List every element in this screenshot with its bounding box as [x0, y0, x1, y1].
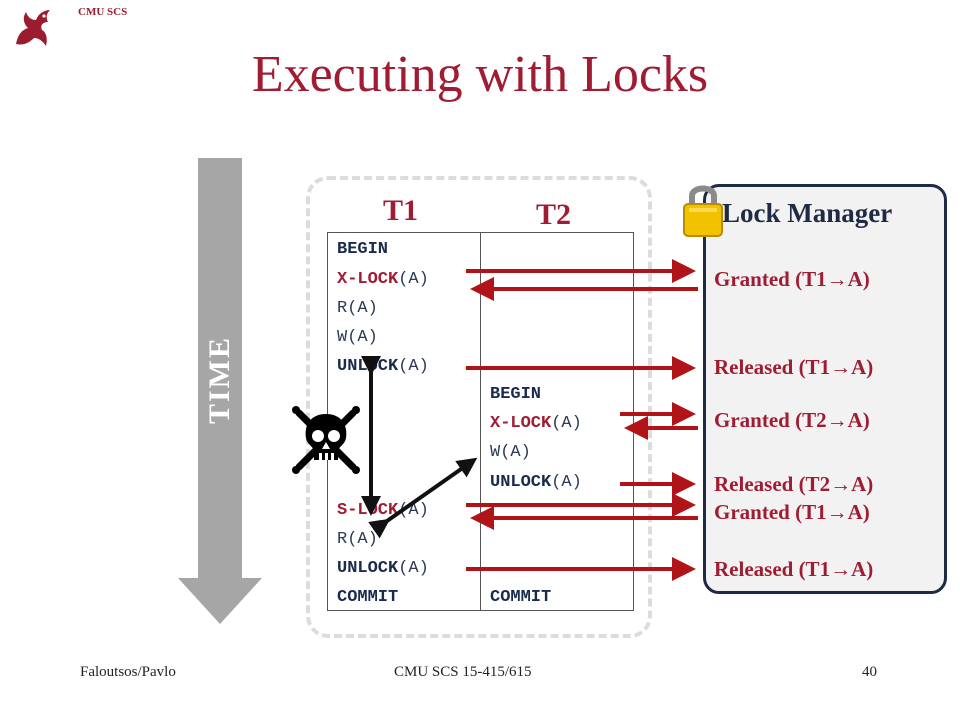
op-arg: (A)	[398, 357, 429, 376]
lock-event-granted: Granted (T2→A)	[714, 408, 870, 432]
op-arg: (A)	[398, 559, 429, 578]
op-arg: (A)	[551, 473, 582, 492]
t1-op-commit: COMMIT	[337, 588, 398, 608]
op-keyword: BEGIN	[490, 385, 542, 404]
op-keyword: W	[337, 328, 348, 347]
op-keyword: R	[337, 530, 348, 549]
padlock-icon	[683, 185, 723, 237]
op-arg: (A)	[347, 299, 378, 318]
t1-op-read: R(A)	[337, 299, 378, 319]
op-arg: (A)	[551, 414, 582, 433]
lock-event-released: Released (T1→A)	[714, 557, 874, 581]
t1-op-begin: BEGIN	[337, 240, 388, 260]
time-arrow	[178, 158, 262, 624]
footer-authors: Faloutsos/Pavlo	[80, 664, 176, 680]
op-keyword: COMMIT	[490, 588, 552, 607]
op-keyword: X-LOCK	[490, 414, 552, 433]
op-keyword: UNLOCK	[337, 559, 399, 578]
op-arg: (A)	[347, 530, 378, 549]
op-keyword: X-LOCK	[337, 270, 399, 289]
t2-header: T2	[536, 198, 572, 231]
lock-manager-panel	[703, 184, 947, 594]
footer-course: CMU SCS 15-415/615	[394, 664, 532, 680]
t2-op-write: W(A)	[490, 443, 531, 463]
op-keyword: UNLOCK	[490, 473, 552, 492]
t1-op-xlock: X-LOCK(A)	[337, 270, 429, 290]
op-keyword: COMMIT	[337, 588, 399, 607]
op-arg: (A)	[347, 328, 378, 347]
column-divider	[480, 232, 481, 611]
op-keyword: R	[337, 299, 348, 318]
t1-op-slock: S-LOCK(A)	[337, 501, 429, 521]
schedule-frame	[306, 176, 652, 638]
t1-op-write: W(A)	[337, 328, 378, 348]
op-arg: (A)	[398, 270, 429, 289]
op-arg: (A)	[500, 443, 531, 462]
griffin-logo-icon	[16, 10, 50, 46]
op-keyword: W	[490, 443, 501, 462]
t2-op-unlock: UNLOCK(A)	[490, 473, 582, 493]
t2-op-commit: COMMIT	[490, 588, 551, 608]
t1-header: T1	[383, 194, 419, 227]
lock-event-granted: Granted (T1→A)	[714, 500, 870, 524]
page-title: Executing with Locks	[251, 46, 709, 103]
lock-event-released: Released (T1→A)	[714, 355, 874, 379]
lock-manager-title: Lock Manager	[722, 198, 893, 228]
op-arg: (A)	[398, 501, 429, 520]
lock-event-granted: Granted (T1→A)	[714, 267, 870, 291]
page-number: 40	[862, 664, 877, 680]
department-label: CMU SCS	[78, 6, 128, 18]
lock-event-released: Released (T2→A)	[714, 472, 874, 496]
op-keyword: BEGIN	[337, 240, 389, 259]
skull-crossbones-icon	[292, 406, 360, 474]
op-keyword: UNLOCK	[337, 357, 399, 376]
t2-op-begin: BEGIN	[490, 385, 541, 405]
time-axis-label: TIME	[203, 335, 236, 425]
t1-op-unlock-2: UNLOCK(A)	[337, 559, 429, 579]
t2-op-xlock: X-LOCK(A)	[490, 414, 582, 434]
t1-op-read-2: R(A)	[337, 530, 378, 550]
op-keyword: S-LOCK	[337, 501, 399, 520]
t1-op-unlock: UNLOCK(A)	[337, 357, 429, 377]
